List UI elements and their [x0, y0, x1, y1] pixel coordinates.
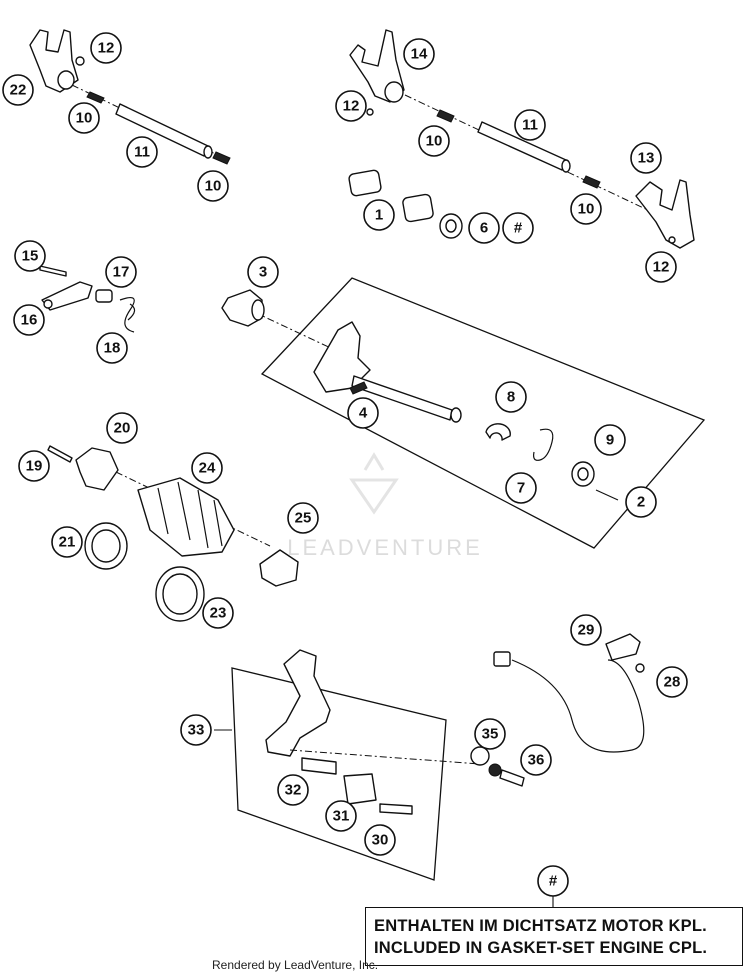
svg-text:25: 25 — [295, 510, 312, 527]
callout-10[interactable]: 10 — [418, 125, 450, 157]
callout-15[interactable]: 15 — [14, 240, 46, 272]
callout-20[interactable]: 20 — [106, 412, 138, 444]
svg-text:13: 13 — [638, 150, 655, 167]
svg-text:29: 29 — [578, 622, 595, 639]
shift-lever-group — [231, 649, 525, 881]
svg-text:19: 19 — [26, 458, 43, 475]
note-line-english: INCLUDED IN GASKET-SET ENGINE CPL. — [374, 938, 708, 957]
callout-24[interactable]: 24 — [191, 452, 223, 484]
svg-text:7: 7 — [517, 480, 525, 497]
svg-text:10: 10 — [426, 133, 443, 150]
svg-text:3: 3 — [259, 264, 267, 281]
svg-text:28: 28 — [664, 674, 681, 691]
svg-text:6: 6 — [480, 220, 488, 237]
svg-text:23: 23 — [210, 605, 227, 622]
callout-10[interactable]: 10 — [197, 170, 229, 202]
shift-fork-group-left — [29, 29, 231, 165]
gear-sensor-group — [493, 633, 645, 753]
watermark-text: LEADVENTURE — [287, 535, 483, 560]
callout-21[interactable]: 21 — [51, 526, 83, 558]
svg-text:15: 15 — [22, 248, 39, 265]
svg-text:35: 35 — [482, 726, 499, 743]
callout-9[interactable]: 9 — [594, 424, 626, 456]
shift-drum-group — [47, 445, 299, 622]
callout-12[interactable]: 12 — [645, 251, 677, 283]
svg-text:30: 30 — [372, 832, 389, 849]
svg-text:#: # — [549, 873, 558, 890]
svg-text:10: 10 — [578, 201, 595, 218]
callout-33[interactable]: 33 — [180, 714, 212, 746]
svg-text:4: 4 — [359, 405, 368, 422]
callout-30[interactable]: 30 — [364, 824, 396, 856]
svg-text:8: 8 — [507, 389, 515, 406]
svg-text:36: 36 — [528, 752, 545, 769]
credit-text: Rendered by LeadVenture, Inc. — [212, 958, 379, 972]
callout-31[interactable]: 31 — [325, 800, 357, 832]
callout-10[interactable]: 10 — [570, 193, 602, 225]
svg-text:12: 12 — [653, 259, 670, 276]
svg-text:17: 17 — [113, 264, 130, 281]
callout-12[interactable]: 12 — [90, 32, 122, 64]
watermark: LEADVENTURE — [287, 452, 483, 560]
svg-text:21: 21 — [59, 534, 76, 551]
svg-text:24: 24 — [199, 460, 216, 477]
svg-text:33: 33 — [188, 722, 205, 739]
shift-fork-group-right — [348, 29, 695, 249]
callout-4[interactable]: 4 — [347, 397, 379, 429]
callout-23[interactable]: 23 — [202, 597, 234, 629]
callout-11[interactable]: 11 — [126, 136, 158, 168]
callout-3[interactable]: 3 — [247, 256, 279, 288]
svg-text:16: 16 — [21, 312, 38, 329]
callout-16[interactable]: 16 — [13, 304, 45, 336]
svg-text:32: 32 — [285, 782, 302, 799]
svg-text:18: 18 — [104, 340, 121, 357]
callout-32[interactable]: 32 — [277, 774, 309, 806]
callout-12[interactable]: 12 — [335, 90, 367, 122]
callout-2[interactable]: 2 — [625, 486, 657, 518]
callout-13[interactable]: 13 — [630, 142, 662, 174]
callout-11[interactable]: 11 — [514, 109, 546, 141]
callout-29[interactable]: 29 — [570, 614, 602, 646]
shift-shaft-group — [221, 277, 706, 549]
callout-hash[interactable]: # — [502, 212, 534, 244]
callout-hash-note[interactable]: # — [537, 865, 569, 897]
svg-text:9: 9 — [606, 432, 614, 449]
callout-1[interactable]: 1 — [363, 199, 395, 231]
callout-28[interactable]: 28 — [656, 666, 688, 698]
callout-6[interactable]: 6 — [468, 212, 500, 244]
callout-17[interactable]: 17 — [105, 256, 137, 288]
svg-text:#: # — [514, 220, 523, 237]
svg-text:10: 10 — [76, 110, 93, 127]
callout-35[interactable]: 35 — [474, 718, 506, 750]
note-line-german: ENTHALTEN IM DICHTSATZ MOTOR KPL. — [374, 916, 707, 935]
callout-36[interactable]: 36 — [520, 744, 552, 776]
callout-22[interactable]: 22 — [2, 74, 34, 106]
svg-text:2: 2 — [637, 494, 645, 511]
callout-7[interactable]: 7 — [505, 472, 537, 504]
callout-18[interactable]: 18 — [96, 332, 128, 364]
svg-text:12: 12 — [98, 40, 115, 57]
svg-text:20: 20 — [114, 420, 131, 437]
svg-text:11: 11 — [522, 117, 538, 134]
callout-19[interactable]: 19 — [18, 450, 50, 482]
svg-text:31: 31 — [333, 808, 350, 825]
svg-text:12: 12 — [343, 98, 360, 115]
svg-text:22: 22 — [10, 82, 27, 99]
callout-8[interactable]: 8 — [495, 381, 527, 413]
callout-25[interactable]: 25 — [287, 502, 319, 534]
locking-lever-group — [39, 265, 136, 333]
svg-text:14: 14 — [411, 46, 428, 63]
svg-text:1: 1 — [375, 207, 383, 224]
svg-text:10: 10 — [205, 178, 222, 195]
callout-10[interactable]: 10 — [68, 102, 100, 134]
note-box: ENTHALTEN IM DICHTSATZ MOTOR KPL. INCLUD… — [365, 907, 743, 966]
callout-14[interactable]: 14 — [403, 38, 435, 70]
svg-text:11: 11 — [134, 144, 150, 161]
